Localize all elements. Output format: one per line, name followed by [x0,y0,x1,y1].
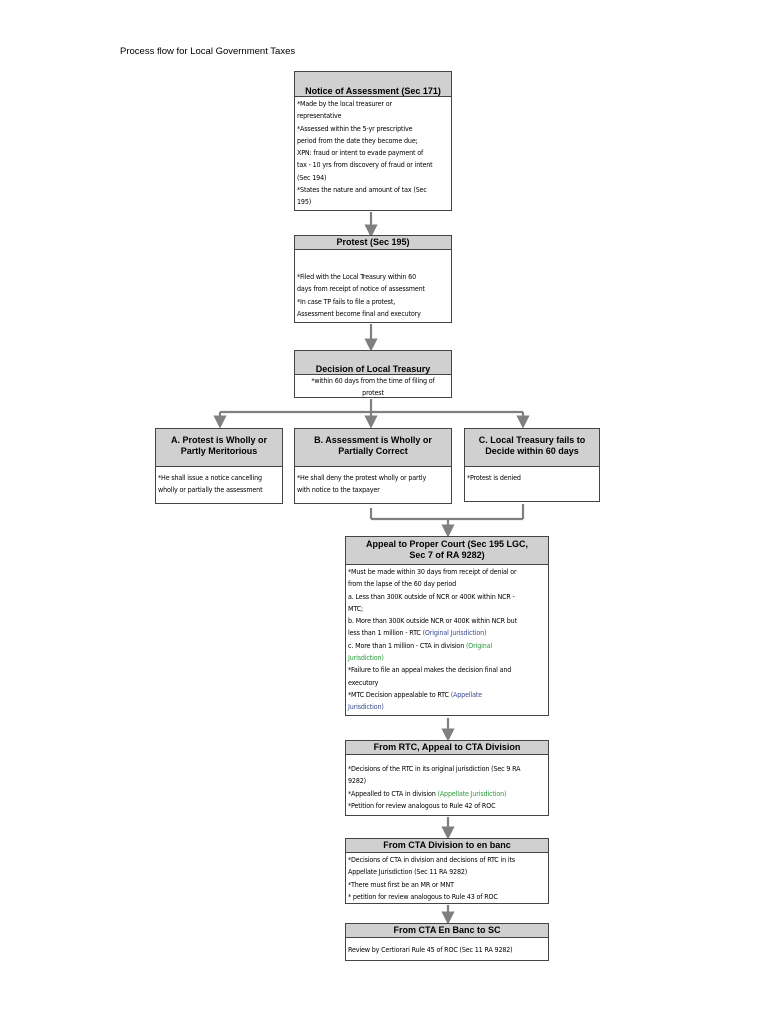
appeal-line: MTC; [348,603,363,613]
protest-line: *In case TP fails to file a protest, [297,296,396,306]
branch-b-body: *He shall deny the protest wholly or par… [295,467,451,498]
decision-box: Decision of Local Treasury *within 60 da… [294,350,452,398]
appeal-body: *Must be made within 30 days from receip… [346,565,548,715]
cta-en-banc-box: From CTA En Banc to SC Review by Certior… [345,923,549,961]
cta-division-body: *Decisions of CTA in division and decisi… [346,853,548,904]
notice-line: period from the date they become due; [297,135,418,145]
rtc-line: *Appealled to CTA in division (Appellate… [348,788,546,800]
decision-line: *within 60 days from the time of filing … [311,376,435,385]
jurisdiction-tag: (Original [465,640,493,650]
branch-b-line: with notice to the taxpayer [297,485,380,495]
appeal-header: Appeal to Proper Court (Sec 195 LGC, Sec… [346,537,548,565]
branch-c-header-line: C. Local Treasury fails to [478,435,586,445]
cta-division-line: Appellate Jurisdiction (Sec 11 RA 9282) [348,867,468,877]
branch-b-line: *He shall deny the protest wholly or par… [297,473,427,482]
branch-b-header-line: Partially Correct [338,446,408,456]
protest-line: Assessment become final and executory [297,308,421,318]
rtc-appeal-body: *Decisions of the RTC in its original ju… [346,755,548,813]
cta-division-line: * petition for review analogous to Rule … [348,891,498,901]
branch-c-header: C. Local Treasury fails to Decide within… [465,429,599,467]
branch-a-line: wholly or partially the assessment [158,485,263,495]
branch-a-line: *He shall issue a notice cancelling [158,473,262,482]
rtc-appeal-header: From RTC, Appeal to CTA Division [346,741,548,755]
rtc-line: *Petition for review analogous to Rule 4… [348,800,496,810]
appeal-header-line: Appeal to Proper Court (Sec 195 LGC, [365,539,529,549]
jurisdiction-tag: Jurisdiction) [348,653,384,663]
branch-c-box: C. Local Treasury fails to Decide within… [464,428,600,502]
appeal-header-line: Sec 7 of RA 9282) [409,550,485,560]
branch-a-box: A. Protest is Wholly or Partly Meritorio… [155,428,283,504]
jurisdiction-tag: (Original Jurisdiction) [422,628,487,638]
protest-box: Protest (Sec 195) *Filed with the Local … [294,235,452,323]
appeal-cta-text: c. More than 1 million - CTA in division [348,640,466,650]
notice-line: representative [297,111,342,121]
branch-c-body: *Protest is denied [465,467,599,485]
cta-division-line: *Decisions of CTA in division and decisi… [348,855,516,864]
cta-en-banc-line: Review by Certiorari Rule 45 of ROC (Sec… [348,945,513,954]
notice-line: 195) [297,197,312,207]
branch-c-line: *Protest is denied [467,473,521,482]
appeal-line: c. More than 1 million - CTA in division… [348,640,546,652]
notice-line: *Assessed within the 5-yr prescriptive [297,123,413,133]
document-title: Process flow for Local Government Taxes [120,46,296,57]
appeal-rtc-text: less than 1 million - RTC [348,628,423,638]
notice-line: XPN: fraud or intent to evade payment of [297,148,424,158]
branch-b-header-line: B. Assessment is Wholly or [314,435,432,445]
appeal-line: less than 1 million - RTC (Original Juri… [348,627,546,639]
rtc-line: *Decisions of the RTC in its original ju… [348,764,521,773]
appeal-line: executory [348,677,379,687]
branch-b-header: B. Assessment is Wholly or Partially Cor… [295,429,451,467]
notice-line: *States the nature and amount of tax (Se… [297,185,427,195]
rtc-appeal-text: *Appealled to CTA in division [348,788,438,798]
decision-body: *within 60 days from the time of filing … [295,375,451,401]
notice-line: (Sec 194) [297,172,327,182]
branch-a-header-line: A. Protest is Wholly or [170,435,267,445]
cta-division-box: From CTA Division to en banc *Decisions … [345,838,549,904]
notice-of-assessment-box: Notice of Assessment (Sec 171) *Made by … [294,71,452,211]
appeal-line: b. More than 300K outside NCR or 400K wi… [348,616,517,626]
decision-header: Decision of Local Treasury [295,351,451,375]
branch-c-header-line: Decide within 60 days [485,446,579,456]
appeal-line: a. Less than 300K outside of NCR or 400K… [348,591,515,601]
cta-division-header: From CTA Division to en banc [346,839,548,853]
protest-header: Protest (Sec 195) [295,236,451,250]
rtc-line: 9282) [348,776,366,786]
jurisdiction-tag: Jurisdiction) [348,702,384,712]
appeal-line: *Must be made within 30 days from receip… [348,567,517,576]
appeal-line: from the lapse of the 60 day period [348,579,457,589]
branch-a-body: *He shall issue a notice cancelling whol… [156,467,282,498]
branch-a-header: A. Protest is Wholly or Partly Meritorio… [156,429,282,467]
cta-division-line: *There must first be an MR or MNT [348,879,454,889]
appeal-line: *MTC Decision appealable to RTC (Appella… [348,689,546,701]
branch-b-box: B. Assessment is Wholly or Partially Cor… [294,428,452,504]
branch-a-header-line: Partly Meritorious [180,446,258,456]
notice-of-assessment-header: Notice of Assessment (Sec 171) [295,72,451,97]
rtc-appeal-box: From RTC, Appeal to CTA Division *Decisi… [345,740,549,816]
jurisdiction-tag: (Appellate [450,689,482,699]
protest-line: days from receipt of notice of assessmen… [297,284,425,294]
cta-en-banc-body: Review by Certiorari Rule 45 of ROC (Sec… [346,938,548,957]
notice-line: tax - 10 yrs from discovery of fraud or … [297,160,433,170]
cta-en-banc-header: From CTA En Banc to SC [346,924,548,938]
appeal-mtc-text: *MTC Decision appealable to RTC [348,689,451,699]
notice-of-assessment-body: *Made by the local treasurer or represen… [295,97,451,210]
jurisdiction-tag: (Appellate Jurisdiction) [437,788,507,798]
notice-line: *Made by the local treasurer or [297,99,392,108]
appeal-line: *Failure to file an appeal makes the dec… [348,665,512,675]
protest-line: *Filed with the Local Treasury within 60 [297,272,416,281]
decision-line: protest [362,388,384,398]
protest-body: *Filed with the Local Treasury within 60… [295,250,451,321]
appeal-box: Appeal to Proper Court (Sec 195 LGC, Sec… [345,536,549,716]
